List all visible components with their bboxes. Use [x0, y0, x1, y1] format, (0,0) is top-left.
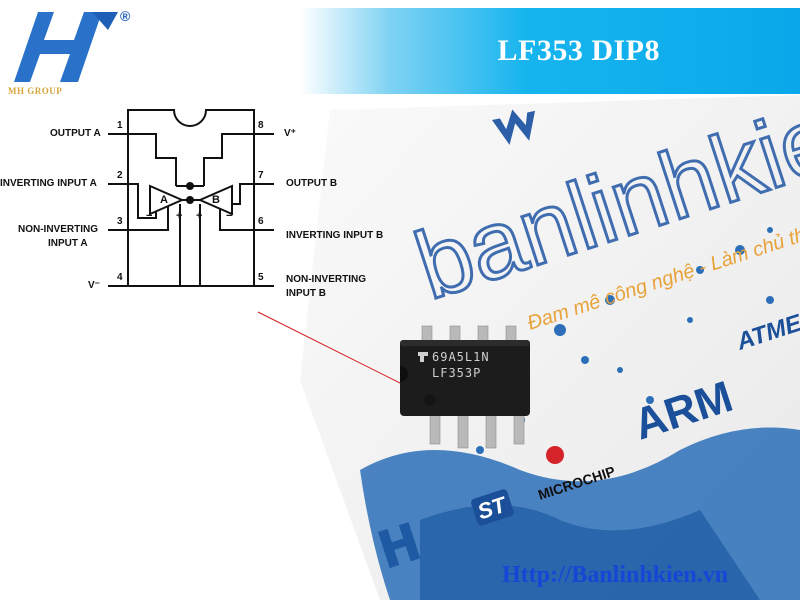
pin5-label-line2: INPUT B — [286, 288, 326, 299]
pin8-number: 8 — [258, 120, 264, 131]
logo-caption: MH GROUP — [8, 86, 63, 96]
product-title: LF353 DIP8 — [497, 34, 660, 67]
pin7-label: OUTPUT B — [286, 178, 338, 189]
pin6-label: INVERTING INPUT B — [286, 230, 384, 241]
pin1-label: OUTPUT A — [50, 128, 101, 139]
amp-a-minus: − — [146, 210, 153, 222]
pin5-label-line1: NON-INVERTING — [286, 274, 366, 285]
title-banner: LF353 DIP8 — [300, 8, 800, 94]
pin2-number: 2 — [117, 170, 123, 181]
pinout-schematic — [108, 109, 274, 287]
pinout-diagram: A B − + + − 1 OUTPUT A 2 INVERTING INPUT… — [0, 100, 420, 320]
chip-marking-line1: 69A5L1N — [432, 350, 490, 364]
website-url: Http://Banlinhkien.vn — [502, 562, 729, 588]
amp-a-label: A — [160, 194, 168, 206]
pin7-number: 7 — [258, 170, 264, 181]
pin3-number: 3 — [117, 216, 123, 227]
registered-mark: ® — [120, 8, 131, 24]
amp-b-plus: + — [196, 210, 203, 222]
amp-b-minus: − — [226, 210, 233, 222]
pin3-label-line2: INPUT A — [48, 238, 88, 249]
amp-b-label: B — [212, 194, 220, 206]
amp-a-plus: + — [176, 210, 183, 222]
pin4-label: V⁻ — [88, 280, 100, 291]
pin3-label-line1: NON-INVERTING — [18, 224, 98, 235]
pin2-label: INVERTING INPUT A — [0, 178, 97, 189]
mh-group-logo: ® MH GROUP — [8, 8, 138, 98]
pin5-number: 5 — [258, 272, 264, 283]
pin6-number: 6 — [258, 216, 264, 227]
h-logo-icon — [14, 12, 118, 82]
pin1-number: 1 — [117, 120, 123, 131]
pin8-label: V⁺ — [284, 128, 296, 139]
pin4-number: 4 — [117, 272, 123, 283]
chip-marking-line2: LF353P — [432, 366, 482, 380]
